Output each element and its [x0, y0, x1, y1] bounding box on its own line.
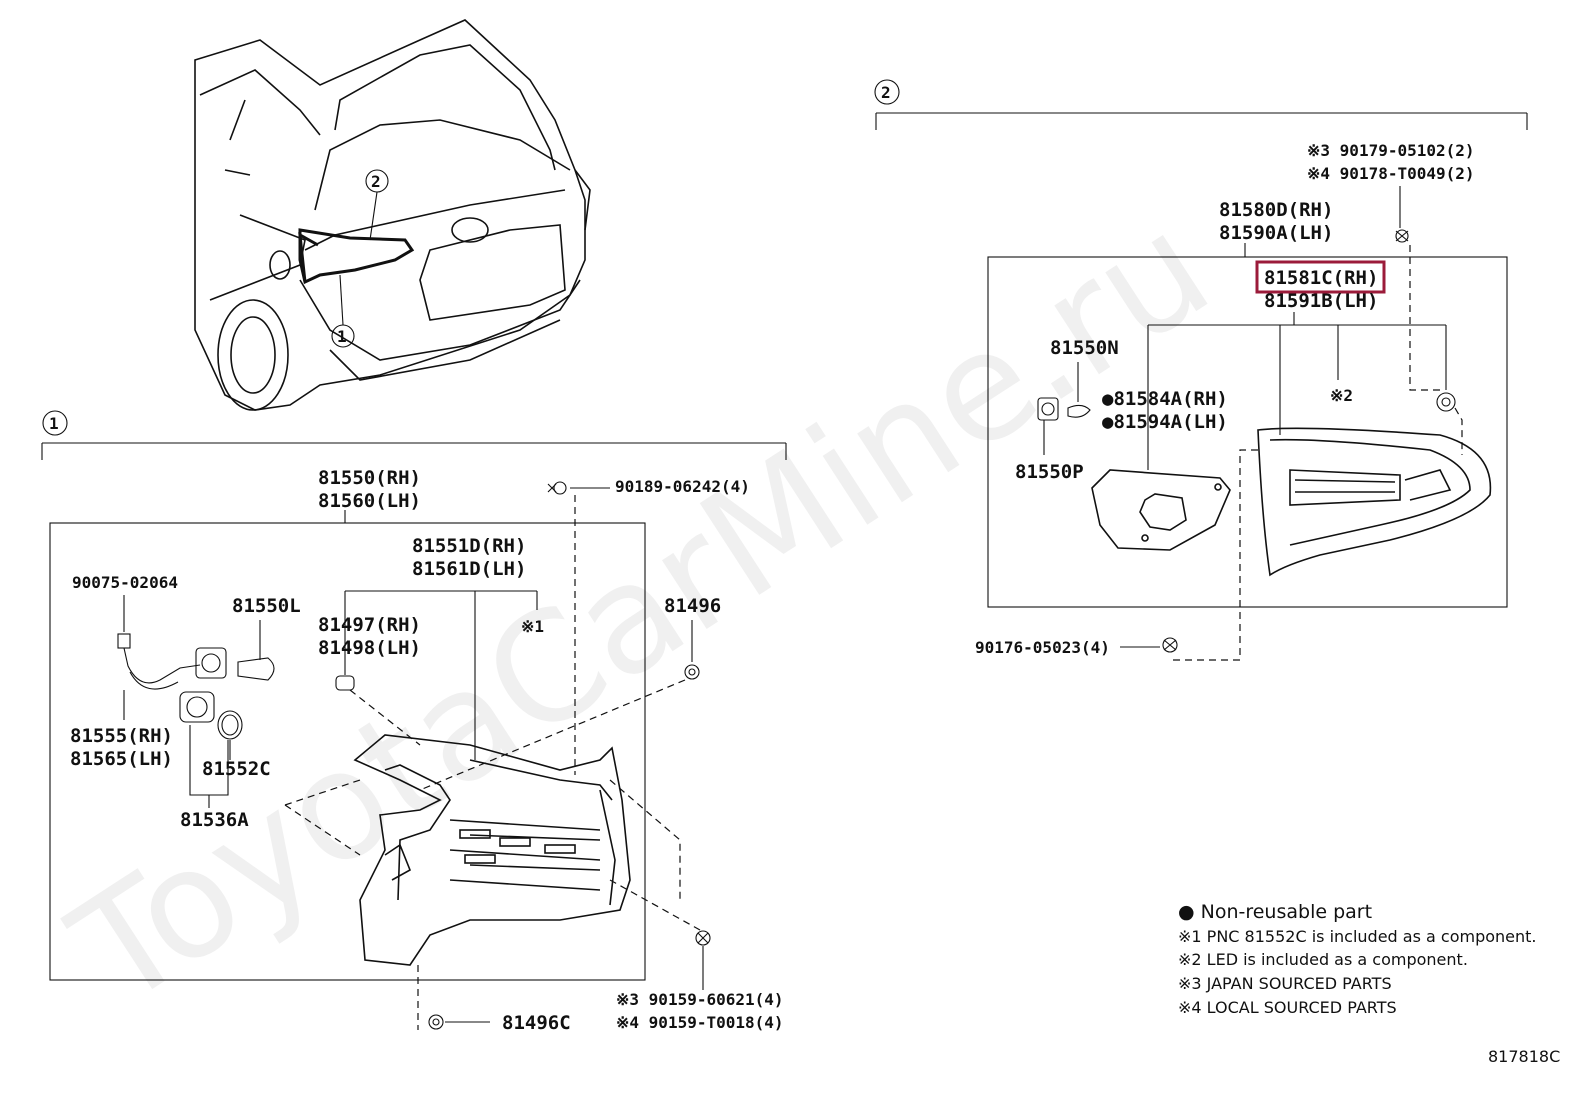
part-81496[interactable]: 81496 — [664, 595, 721, 617]
part-81561d-lh[interactable]: 81561D(LH) — [412, 558, 526, 580]
car-rear-illustration — [194, 19, 591, 411]
part-90178-t0049[interactable]: ※4 90178-T0049(2) — [1307, 164, 1475, 183]
part-81550-rh[interactable]: 81550(RH) — [318, 467, 421, 489]
clip-bottom-icon — [428, 1014, 490, 1030]
note-ref-1: ※1 — [521, 617, 544, 636]
part-81591b-lh[interactable]: 81591B(LH) — [1264, 290, 1378, 312]
svg-text:2: 2 — [881, 83, 891, 102]
part-90075-02064[interactable]: 90075-02064 — [72, 573, 178, 592]
part-81550n[interactable]: 81550N — [1050, 337, 1119, 359]
part-90179-05102[interactable]: ※3 90179-05102(2) — [1307, 141, 1475, 160]
socket-wire-assembly — [117, 633, 275, 740]
cover-panel — [1091, 469, 1231, 551]
svg-text:1: 1 — [49, 414, 59, 433]
legend: ● Non-reusable part ※1 PNC 81552C is inc… — [1178, 901, 1537, 1017]
part-81590a-lh[interactable]: 81590A(LH) — [1219, 222, 1333, 244]
part-81550l[interactable]: 81550L — [232, 595, 301, 617]
car-lamp-highlight — [298, 228, 415, 285]
screw-top-right-icon — [1395, 229, 1409, 243]
part-90159-t0018[interactable]: ※4 90159-T0018(4) — [616, 1013, 784, 1032]
diagram-code: 817818C — [1488, 1047, 1560, 1066]
part-81551d-rh[interactable]: 81551D(RH) — [412, 535, 526, 557]
part-81552c[interactable]: 81552C — [202, 758, 271, 780]
part-90159-60621[interactable]: ※3 90159-60621(4) — [616, 990, 784, 1009]
car-callout-1: 1 — [331, 274, 355, 348]
highlight-box — [1255, 260, 1386, 294]
part-81550p[interactable]: 81550P — [1015, 461, 1084, 483]
section-1-frame — [49, 522, 646, 981]
legend-note-1: ※1 PNC 81552C is included as a component… — [1178, 927, 1537, 946]
legend-note-4: ※4 LOCAL SOURCED PARTS — [1178, 998, 1397, 1017]
part-81536a[interactable]: 81536A — [180, 809, 249, 831]
part-81498-lh[interactable]: 81498(LH) — [318, 637, 421, 659]
nut-icon — [1162, 637, 1178, 653]
part-81555-rh[interactable]: 81555(RH) — [70, 725, 173, 747]
car-callout-2: 2 — [365, 169, 389, 241]
part-81594a-lh[interactable]: ●81594A(LH) — [1102, 411, 1228, 433]
grommet-icon — [684, 664, 700, 680]
part-81497-rh[interactable]: 81497(RH) — [318, 614, 421, 636]
inner-lamp-lens — [1257, 427, 1492, 577]
screw-bottom-icon — [695, 930, 711, 946]
legend-note-3: ※3 JAPAN SOURCED PARTS — [1178, 974, 1392, 993]
socket-p-icon — [1037, 397, 1091, 421]
clip-right-icon — [1436, 392, 1456, 412]
screw-icon — [547, 481, 567, 495]
part-90189-06242[interactable]: 90189-06242(4) — [615, 477, 750, 496]
svg-text:1: 1 — [337, 327, 347, 346]
cushion-icon — [335, 675, 355, 691]
section-1-header: 1 — [41, 410, 787, 460]
legend-note-2: ※2 LED is included as a component. — [1178, 950, 1468, 969]
rear-combination-lamp — [353, 734, 631, 966]
watermark-text: ToyotaCarMine.ru — [44, 181, 1239, 1041]
part-90176-05023[interactable]: 90176-05023(4) — [975, 638, 1110, 657]
part-81565-lh[interactable]: 81565(LH) — [70, 748, 173, 770]
svg-text:2: 2 — [371, 172, 381, 191]
part-81584a-rh[interactable]: ●81584A(RH) — [1102, 388, 1228, 410]
part-81560-lh[interactable]: 81560(LH) — [318, 490, 421, 512]
section-2-frame — [987, 256, 1508, 608]
note-ref-2: ※2 — [1330, 386, 1353, 405]
legend-nonreusable: ● Non-reusable part — [1178, 901, 1372, 923]
part-81581c-rh[interactable]: 81581C(RH) — [1264, 267, 1378, 289]
part-81496c[interactable]: 81496C — [502, 1012, 571, 1034]
part-81580d-rh[interactable]: 81580D(RH) — [1219, 199, 1333, 221]
section-2-header: 2 — [874, 79, 1528, 130]
